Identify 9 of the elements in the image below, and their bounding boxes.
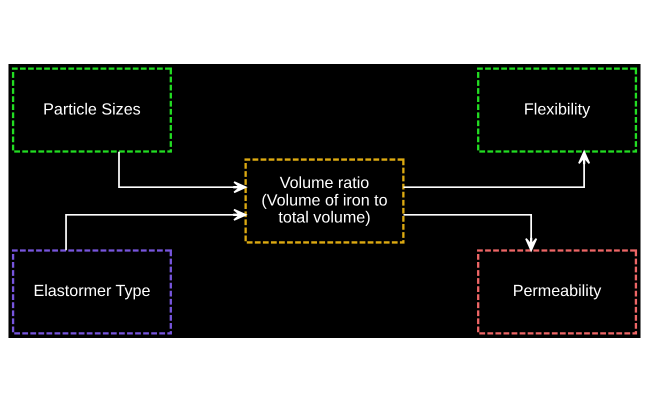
- node-box: Permeability: [477, 248, 638, 334]
- arrow: [118, 151, 246, 193]
- arrow: [403, 150, 590, 188]
- arrow: [65, 208, 246, 250]
- arrow: [404, 213, 538, 251]
- node-box: Elastormer Type: [12, 248, 172, 334]
- node-box: Flexibility: [477, 66, 638, 152]
- node-box: Volume ratio (Volume of iron to total volume): [244, 158, 405, 244]
- node-box: Particle Sizes: [12, 66, 172, 152]
